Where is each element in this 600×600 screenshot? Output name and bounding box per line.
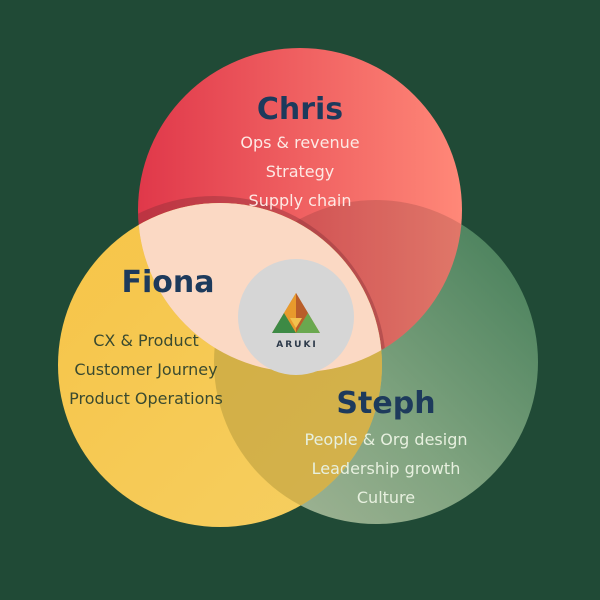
steph-role: Leadership growth <box>311 459 461 478</box>
steph-role: Culture <box>356 488 416 507</box>
chris-name: Chris <box>256 92 344 127</box>
chris-role: Strategy <box>265 162 335 181</box>
aruki-triangle-logo-icon <box>272 293 320 333</box>
chris-role: Supply chain <box>248 191 352 210</box>
fiona-role: Customer Journey <box>74 360 218 379</box>
fiona-role: CX & Product <box>93 331 199 350</box>
fiona-name: Fiona <box>121 265 215 300</box>
steph-role: People & Org design <box>304 430 468 449</box>
fiona-role: Product Operations <box>69 389 223 408</box>
logo-text: ARUKI <box>276 340 318 350</box>
steph-name: Steph <box>336 386 436 421</box>
chris-role: Ops & revenue <box>240 133 360 152</box>
